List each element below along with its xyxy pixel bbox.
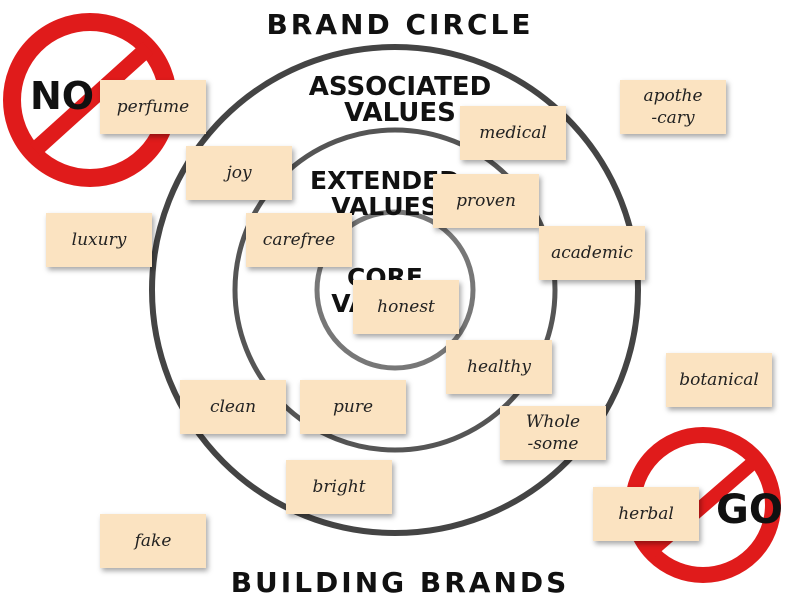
note-proven[interactable]: proven — [433, 174, 539, 228]
note-academic[interactable]: academic — [539, 226, 645, 280]
note-bright[interactable]: bright — [286, 460, 392, 514]
note-herbal[interactable]: herbal — [593, 487, 699, 541]
note-healthy[interactable]: healthy — [446, 340, 552, 394]
note-botanical[interactable]: botanical — [666, 353, 772, 407]
inner-ring — [314, 209, 476, 371]
note-honest[interactable]: honest — [353, 280, 459, 334]
note-luxury[interactable]: luxury — [46, 213, 152, 267]
outer-ring — [149, 44, 641, 536]
note-medical[interactable]: medical — [460, 106, 566, 160]
note-pure[interactable]: pure — [300, 380, 406, 434]
note-wholesome[interactable]: Whole -some — [500, 406, 606, 460]
note-carefree[interactable]: carefree — [246, 213, 352, 267]
diagram-footer: BUILDING BRANDS — [230, 566, 570, 599]
note-joy[interactable]: joy — [186, 146, 292, 200]
note-perfume[interactable]: perfume — [100, 80, 206, 134]
middle-ring — [232, 127, 558, 453]
note-fake[interactable]: fake — [100, 514, 206, 568]
note-apothecary[interactable]: apothe -cary — [620, 80, 726, 134]
note-clean[interactable]: clean — [180, 380, 286, 434]
ring-label-associated: ASSOCIATED VALUES — [308, 72, 492, 128]
diagram-title: BRAND CIRCLE — [266, 8, 534, 41]
go-sign-text: GO — [716, 487, 783, 533]
